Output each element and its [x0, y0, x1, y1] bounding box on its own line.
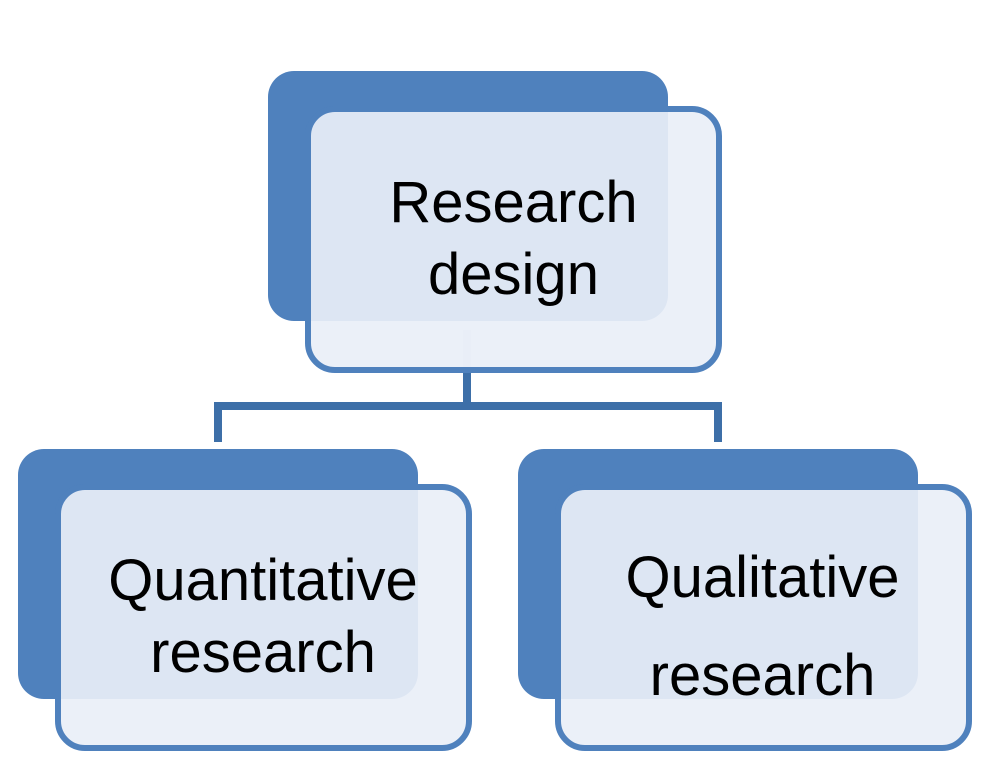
node-label-line1: Quantitative [108, 548, 418, 613]
node-label-line2: design [428, 242, 599, 307]
connector-horizontal-bar [214, 402, 722, 410]
node-label: Quantitative research [18, 545, 508, 689]
connector-left-drop [214, 402, 222, 442]
node-qualitative-research: Qualitative research [518, 449, 972, 751]
node-label: Research design [305, 167, 722, 311]
node-front-shape [555, 484, 972, 751]
node-label-line1: Research [389, 170, 638, 235]
connector-root-stem-lower [463, 370, 471, 408]
node-label-line2: research [150, 620, 376, 685]
node-quantitative-research: Quantitative research [18, 449, 472, 751]
connector-right-drop [714, 402, 722, 442]
node-research-design: Research design [268, 71, 722, 373]
node-label-line1: Qualitative [625, 545, 900, 610]
node-label: Qualitative research [530, 529, 991, 725]
node-front-shape [305, 106, 722, 373]
node-label-line2: research [649, 643, 876, 708]
node-front-shape [55, 484, 472, 751]
